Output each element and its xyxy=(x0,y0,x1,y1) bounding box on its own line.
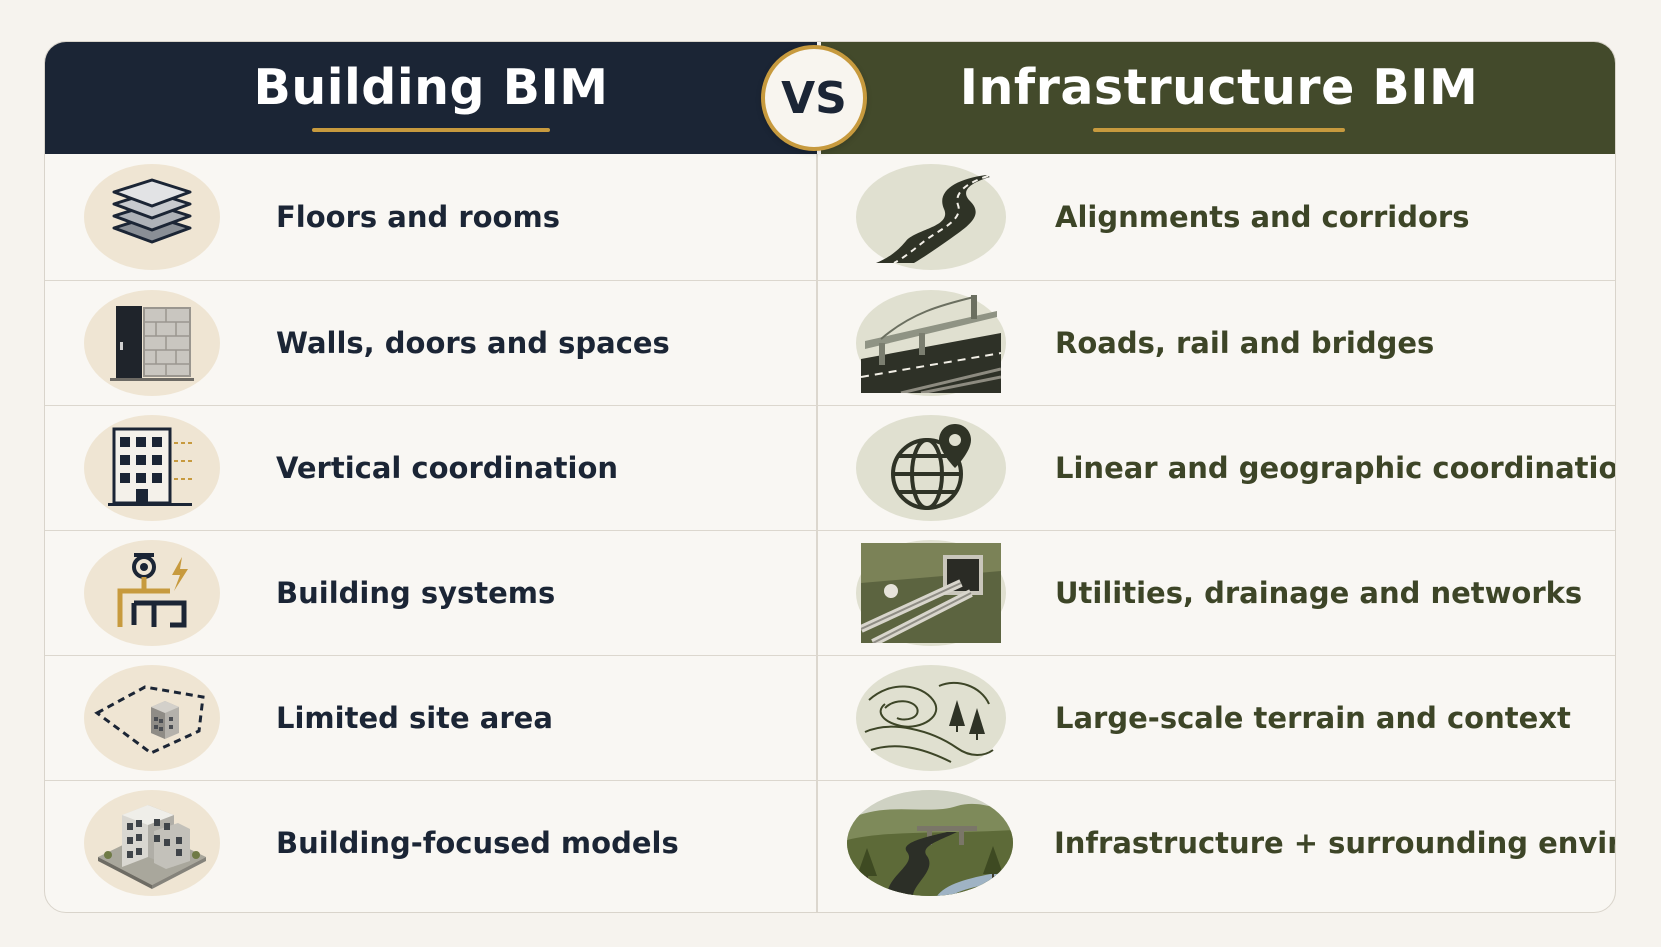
site-boundary-icon xyxy=(84,665,220,771)
infrastructure-cell: Linear and geographic coordination xyxy=(818,406,1616,530)
row-label: Floors and rooms xyxy=(276,200,560,234)
comparison-row: Limited site area xyxy=(45,655,1615,780)
landscape-road-icon xyxy=(847,790,1013,896)
infrastructure-cell: Utilities, drainage and networks xyxy=(818,531,1615,655)
globe-pin-icon xyxy=(856,415,1006,521)
comparison-card: Building BIM Infrastructure BIM xyxy=(44,41,1616,913)
row-label: Limited site area xyxy=(276,701,553,735)
title-underline xyxy=(1093,127,1345,132)
building-cell: Floors and rooms xyxy=(45,154,816,280)
row-label: Roads, rail and bridges xyxy=(1055,326,1435,360)
comparison-row: Floors and rooms Alignments and corridor… xyxy=(45,154,1615,280)
infrastructure-cell: Roads, rail and bridges xyxy=(818,281,1615,405)
building-levels-icon xyxy=(84,415,220,521)
infrastructure-cell: Infrastructure + surrounding environment xyxy=(818,781,1616,905)
building-cell: Building-focused models xyxy=(45,781,816,905)
row-label: Utilities, drainage and networks xyxy=(1055,576,1583,610)
infrastructure-bim-header: Infrastructure BIM xyxy=(821,42,1615,154)
comparison-row: Building systems Utilities, draina xyxy=(45,530,1615,655)
bridge-rail-icon xyxy=(856,290,1006,396)
vs-label: VS xyxy=(781,72,847,124)
infrastructure-bim-title: Infrastructure BIM xyxy=(959,58,1479,116)
row-label: Large-scale terrain and context xyxy=(1055,701,1571,735)
row-label: Building-focused models xyxy=(276,826,679,860)
row-label: Vertical coordination xyxy=(276,451,619,485)
comparison-rows: Floors and rooms Alignments and corridor… xyxy=(45,154,1616,905)
building-model-icon xyxy=(84,790,220,896)
wall-door-icon xyxy=(84,290,220,396)
floor-layers-icon xyxy=(84,164,220,270)
building-bim-header: Building BIM xyxy=(45,42,817,154)
comparison-row: Vertical coordination xyxy=(45,405,1616,530)
winding-road-icon xyxy=(856,164,1006,270)
comparison-row: Building-focused models xyxy=(45,780,1616,905)
building-bim-title: Building BIM xyxy=(253,58,609,116)
culvert-pipes-icon xyxy=(856,540,1006,646)
row-label: Linear and geographic coordination xyxy=(1055,451,1616,485)
infrastructure-cell: Alignments and corridors xyxy=(818,154,1615,280)
row-label: Alignments and corridors xyxy=(1055,200,1470,234)
building-cell: Walls, doors and spaces xyxy=(45,281,816,405)
terrain-contour-icon xyxy=(856,665,1006,771)
infrastructure-cell: Large-scale terrain and context xyxy=(818,656,1615,780)
building-cell: Limited site area xyxy=(45,656,816,780)
row-label: Building systems xyxy=(276,576,556,610)
title-underline xyxy=(312,127,550,132)
vs-badge: VS xyxy=(761,45,867,151)
column-divider xyxy=(816,154,818,912)
row-label: Walls, doors and spaces xyxy=(276,326,670,360)
comparison-row: Walls, doors and spaces xyxy=(45,280,1615,405)
pipes-electric-icon xyxy=(84,540,220,646)
row-label: Infrastructure + surrounding environment xyxy=(1054,826,1616,860)
building-cell: Building systems xyxy=(45,531,816,655)
building-cell: Vertical coordination xyxy=(45,406,816,530)
